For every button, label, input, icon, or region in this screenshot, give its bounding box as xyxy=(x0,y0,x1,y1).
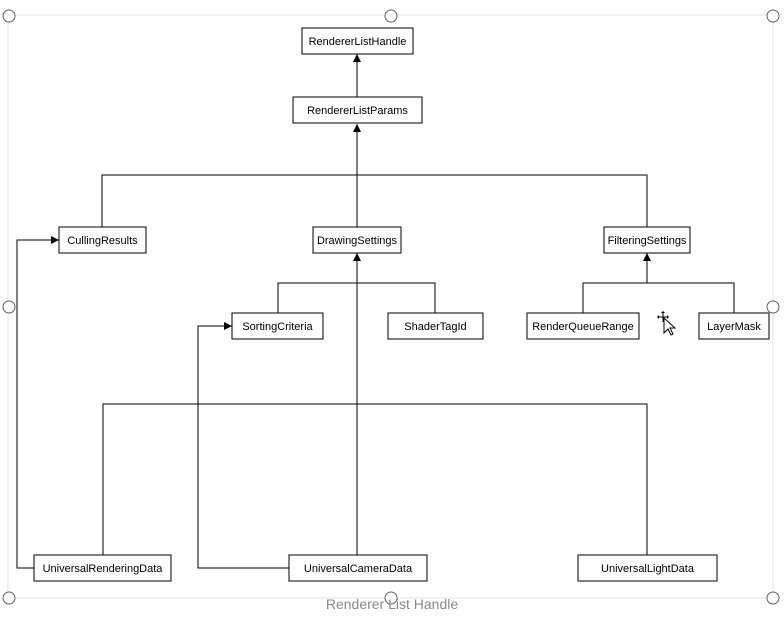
node-label: UniversalRenderingData xyxy=(43,563,164,575)
node-drawing-settings[interactable]: DrawingSettings xyxy=(312,226,402,254)
diagram-caption: Renderer List Handle xyxy=(325,596,459,612)
node-label: FilteringSettings xyxy=(608,235,687,247)
edge-layermask-to-filtering xyxy=(647,282,735,313)
node-culling-results[interactable]: CullingResults xyxy=(58,226,147,254)
edge-cameradata-to-sorting xyxy=(197,322,289,569)
resize-handle-left[interactable] xyxy=(2,300,16,314)
node-render-queue-range[interactable]: RenderQueueRange xyxy=(526,312,640,340)
resize-handle-right[interactable] xyxy=(766,300,780,314)
node-label: UniversalLightData xyxy=(601,563,695,575)
node-universal-rendering-data[interactable]: UniversalRenderingData xyxy=(33,554,172,582)
node-label: RendererListHandle xyxy=(309,36,407,48)
edge-renderingdata-to-drawing xyxy=(102,403,357,555)
node-label: ShaderTagId xyxy=(404,321,466,333)
node-label: RenderQueueRange xyxy=(532,321,634,333)
edge-sorting-to-drawing xyxy=(277,282,357,313)
node-layer-mask[interactable]: LayerMask xyxy=(698,312,770,340)
resize-handle-top-left[interactable] xyxy=(2,9,16,23)
resize-handle-top-right[interactable] xyxy=(766,9,780,23)
node-renderer-list-params[interactable]: RendererListParams xyxy=(292,96,423,124)
node-renderer-list-handle[interactable]: RendererListHandle xyxy=(301,27,414,55)
resize-handle-bottom-left[interactable] xyxy=(2,591,16,605)
edge-lightdata-to-drawing xyxy=(357,403,648,555)
edge-renderqueue-to-filtering xyxy=(582,282,647,313)
resize-handle-top[interactable] xyxy=(384,9,398,23)
node-universal-light-data[interactable]: UniversalLightData xyxy=(577,554,718,582)
resize-handle-bottom-right[interactable] xyxy=(766,591,780,605)
move-cursor-icon xyxy=(657,311,677,336)
edge-filtering-to-params xyxy=(357,174,648,227)
node-label: UniversalCameraData xyxy=(304,563,413,575)
node-shader-tag-id[interactable]: ShaderTagId xyxy=(387,312,484,340)
resize-handle-bottom[interactable] xyxy=(384,591,398,605)
node-universal-camera-data[interactable]: UniversalCameraData xyxy=(288,554,428,582)
edge-culling-to-params xyxy=(101,174,357,227)
node-label: SortingCriteria xyxy=(242,321,313,333)
node-sorting-criteria[interactable]: SortingCriteria xyxy=(231,312,324,340)
node-label: RendererListParams xyxy=(307,105,408,117)
node-filtering-settings[interactable]: FilteringSettings xyxy=(603,226,691,254)
edge-renderingdata-to-culling xyxy=(16,236,59,569)
node-label: CullingResults xyxy=(67,235,138,247)
edge-shader-to-drawing xyxy=(357,282,436,313)
edges-layer xyxy=(16,54,735,569)
node-label: LayerMask xyxy=(707,321,761,333)
node-label: DrawingSettings xyxy=(317,235,398,247)
